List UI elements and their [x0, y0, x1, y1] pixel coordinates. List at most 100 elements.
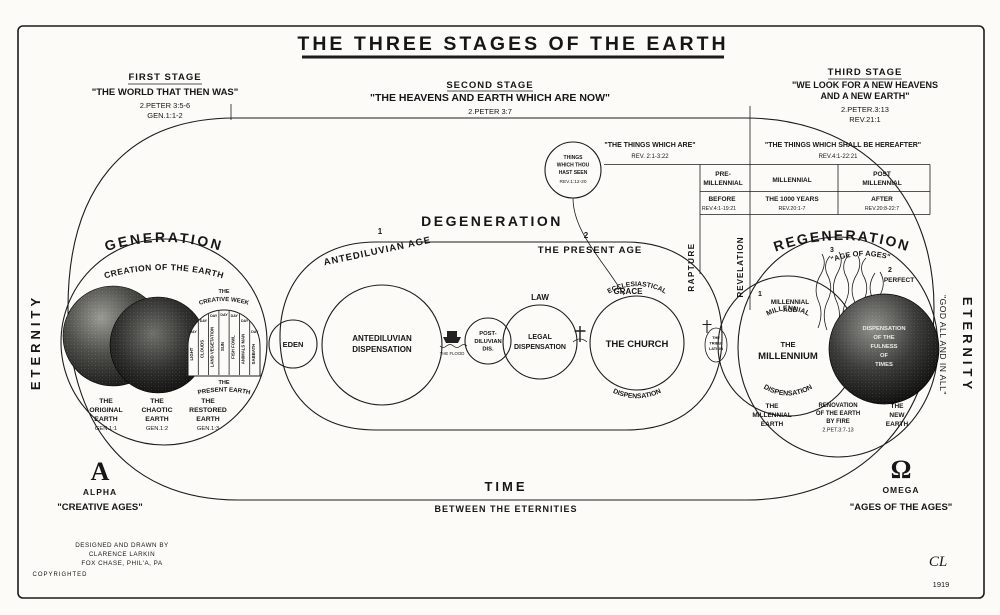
- alpha-symbol: Α: [91, 457, 110, 486]
- original-earth-caption: THE ORIGINAL EARTH GEN.1:1: [89, 398, 122, 432]
- stage-second-subtitle: "THE HEAVENS AND EARTH WHICH ARE NOW": [370, 92, 610, 104]
- time-band-outline: [67, 117, 935, 501]
- antediluvian-dispensation-l1: ANTEDILUVIAN: [352, 334, 412, 343]
- eternity-right-label: ETERNITY: [960, 297, 975, 393]
- things-which-are-ref: REV. 2:1-3:22: [631, 154, 669, 160]
- svg-text:REV.20:1-7: REV.20:1-7: [779, 206, 806, 212]
- grace-label: GRACE: [614, 287, 644, 296]
- svg-text:PRESENT EARTH: PRESENT EARTH: [197, 386, 251, 396]
- generation-circle: [60, 238, 268, 446]
- svg-text:BY FIRE: BY FIRE: [826, 419, 850, 425]
- cross-icon-small: [702, 320, 712, 333]
- svg-text:GENERATION: GENERATION: [103, 229, 226, 254]
- svg-text:THE: THE: [99, 398, 113, 405]
- svg-text:MILLENNIAL: MILLENNIAL: [765, 305, 811, 318]
- creative-week-columns: [197, 311, 251, 375]
- present-earth-label: PRESENT EARTH: [197, 386, 251, 396]
- eden-circle: [268, 319, 318, 369]
- svg-text:EARTH: EARTH: [886, 421, 909, 428]
- svg-text:MILLENNIAL: MILLENNIAL: [862, 180, 901, 187]
- ages-track-outline: [279, 241, 723, 431]
- creation-of-earth-label: CREATION OF THE EARTH: [103, 262, 225, 280]
- present-age-number: 2: [584, 231, 589, 240]
- antediluvian-age-label: ANTEDILUVIAN AGE: [323, 235, 433, 269]
- postdiluvian-l2: DILUVIAN: [474, 339, 501, 345]
- millennium-label: MILLENNIUM: [758, 351, 818, 362]
- day-item: SUN: [220, 342, 225, 351]
- svg-text:RENOVATION: RENOVATION: [818, 403, 857, 409]
- chart-border: [17, 25, 985, 599]
- tribulation-oval: [704, 327, 728, 363]
- svg-text:PRE-: PRE-: [715, 171, 731, 178]
- cross-icon: [572, 326, 588, 343]
- svg-text:THE: THE: [766, 403, 780, 410]
- svg-text:MILLENNIAL: MILLENNIAL: [772, 177, 811, 184]
- tribulation-label: THE TRIBU- LATION: [709, 335, 723, 351]
- page-title: THE THREE STAGES OF THE EARTH: [297, 33, 728, 55]
- svg-text:DISPENSATION: DISPENSATION: [862, 326, 905, 332]
- svg-text:OF THE EARTH: OF THE EARTH: [816, 411, 860, 417]
- renovation-caption: RENOVATION OF THE EARTH BY FIRE 2.PET.3:…: [816, 403, 860, 434]
- omega-label: OMEGA: [882, 485, 919, 495]
- svg-text:REV.1:12-20: REV.1:12-20: [559, 179, 586, 185]
- postdiluvian-circle: [464, 317, 512, 365]
- day-item: FISH FOWL: [230, 335, 235, 359]
- svg-text:CHAOTIC: CHAOTIC: [142, 407, 173, 414]
- svg-text:THE: THE: [150, 398, 164, 405]
- generation-label: GENERATION: [103, 229, 223, 254]
- year-label: 1919: [933, 580, 950, 589]
- creative-week-day-items: LIGHT CLOUDS LAND VEGETATION SUN FISH FO…: [189, 327, 256, 367]
- pre-millennial-column: PRE- MILLENNIAL BEFORE REV.4:1-19:21: [702, 171, 743, 212]
- svg-text:WHICH THOU: WHICH THOU: [557, 163, 590, 169]
- antediluvian-age-number: 1: [378, 227, 383, 236]
- svg-text:ORIGINAL: ORIGINAL: [89, 407, 122, 414]
- earth-spheres: [62, 285, 207, 394]
- svg-text:REGENERATION: REGENERATION: [771, 227, 912, 254]
- things-seen-label: THINGS WHICH THOU HAST SEEN REV.1:12-20: [557, 155, 590, 185]
- svg-text:THE 1000 YEARS: THE 1000 YEARS: [765, 196, 819, 203]
- svg-text:DISPENSATION: DISPENSATION: [762, 384, 813, 398]
- age-of-ages-label: "AGE OF AGES": [829, 249, 892, 264]
- svg-text:CREATIVE WEEK: CREATIVE WEEK: [199, 297, 251, 307]
- omega-symbol: Ω: [891, 455, 912, 484]
- law-label: LAW: [531, 293, 549, 302]
- eden-label: EDEN: [283, 340, 304, 349]
- svg-text:EARTH: EARTH: [761, 421, 784, 428]
- svg-text:FULNESS: FULNESS: [870, 344, 897, 350]
- revelation-panel-rules: [230, 104, 931, 310]
- millennium-dispensation-label: DISPENSATION: [762, 384, 813, 398]
- stage-third-ref2: REV.21:1: [849, 115, 880, 124]
- svg-text:OF THE: OF THE: [873, 335, 894, 341]
- svg-text:TRIBU-: TRIBU-: [709, 341, 723, 346]
- svg-text:THINGS: THINGS: [564, 155, 584, 161]
- legal-circle: [502, 304, 578, 380]
- legal-dispensation-l2: DISPENSATION: [514, 344, 566, 351]
- millennial-column: MILLENNIAL THE 1000 YEARS REV.20:1-7: [765, 177, 819, 212]
- present-age-label: THE PRESENT AGE: [538, 245, 642, 256]
- stage-first-subtitle: "THE WORLD THAT THEN WAS": [92, 87, 239, 98]
- church-label: THE CHURCH: [606, 339, 669, 350]
- new-earth-caption: THE NEW EARTH: [886, 403, 909, 428]
- millennial-age-number: 1: [758, 291, 762, 298]
- creative-week-day-labels: DAY DAY DAY DAY DAY DAY DAY: [189, 313, 259, 334]
- flood-ark-icon: [439, 331, 468, 348]
- day-item: SABBATH: [251, 344, 256, 365]
- svg-text:OF: OF: [880, 353, 889, 359]
- stage-first-title: FIRST STAGE: [128, 72, 201, 83]
- copyright-label: COPYRIGHTED: [32, 572, 87, 578]
- antediluvian-circle: [321, 284, 443, 406]
- day-item: LAND VEGETATION: [210, 327, 215, 367]
- postdiluvian-l1: POST-: [479, 331, 496, 337]
- svg-text:AFTER: AFTER: [871, 196, 893, 203]
- time-label: TIME: [484, 479, 527, 494]
- creative-week-the: THE: [219, 289, 230, 295]
- church-circle: [589, 295, 685, 391]
- regeneration-label: REGENERATION: [771, 227, 910, 254]
- artist-monogram: CL: [929, 554, 947, 570]
- svg-text:HAST SEEN: HAST SEEN: [559, 170, 588, 176]
- things-which-are-label: "THE THINGS WHICH ARE": [604, 142, 695, 149]
- chaotic-earth-caption: THE CHAOTIC EARTH GEN.1:2: [142, 398, 173, 432]
- day-label: DAY: [241, 319, 249, 323]
